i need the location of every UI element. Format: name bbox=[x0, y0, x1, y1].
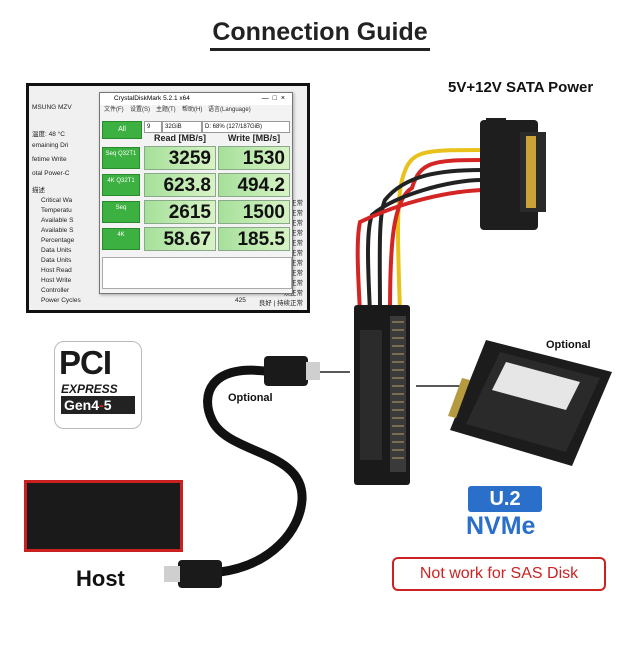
bg-text: Percentage bbox=[41, 237, 75, 244]
count-select[interactable]: 9 bbox=[144, 121, 162, 133]
nvme-label: NVMe bbox=[466, 512, 536, 540]
bg-text: 温度: 48 °C bbox=[32, 131, 65, 138]
menu-settings[interactable]: 设置(S) bbox=[130, 107, 150, 113]
host-port-photo-frame bbox=[24, 480, 183, 552]
write-header: Write [MB/s] bbox=[227, 133, 281, 143]
bg-text: 描述 bbox=[32, 187, 45, 194]
optional-ssd-label: Optional bbox=[546, 339, 591, 351]
bg-text: MSUNG MZV bbox=[32, 104, 72, 111]
bg-text: Data Units bbox=[41, 257, 72, 264]
pcie-gen-badge: Gen4-5 bbox=[61, 396, 135, 414]
bg-text: fetime Write bbox=[32, 156, 67, 163]
menu-language[interactable]: 语言(Language) bbox=[208, 107, 251, 113]
test-seq-button[interactable]: Seq bbox=[102, 201, 140, 223]
page-title: Connection Guide bbox=[0, 18, 640, 51]
menu-help[interactable]: 帮助(H) bbox=[182, 107, 203, 113]
window-title: CrystalDiskMark 5.2.1 x64 bbox=[114, 95, 190, 102]
host-label: Host bbox=[76, 566, 125, 591]
comment-box[interactable] bbox=[102, 257, 292, 289]
drive-select[interactable]: D: 68% (127/187GiB) bbox=[202, 121, 290, 133]
bg-status: 正常 bbox=[290, 210, 303, 217]
bg-text: Temperatu bbox=[41, 207, 72, 214]
test-4k-q32t1-button[interactable]: 4K Q32T1 bbox=[102, 174, 140, 196]
pcie-express-text: EXPRESS bbox=[61, 382, 118, 396]
sata-power-cable bbox=[355, 148, 484, 314]
bg-status: 续正常 bbox=[283, 250, 304, 257]
bg-text: Controller bbox=[41, 287, 70, 294]
bg-number: 425 bbox=[235, 297, 246, 304]
bg-text: Data Units bbox=[41, 247, 72, 254]
read-value: 3259 bbox=[144, 146, 216, 170]
bg-text: Available S bbox=[41, 217, 74, 224]
bg-text: Host Write bbox=[41, 277, 72, 284]
bg-text: Available S bbox=[41, 227, 74, 234]
bg-status: 正常 bbox=[290, 200, 303, 207]
bg-status: 续正常 bbox=[283, 230, 304, 237]
u2-badge: U.2 bbox=[468, 486, 542, 512]
bg-status: 良好 | 持续正常 bbox=[258, 300, 303, 307]
pcie-logo: PCI EXPRESS Gen4-5 bbox=[54, 341, 142, 429]
bg-status: 续正常 bbox=[283, 240, 304, 247]
bg-status: 续正常 bbox=[283, 280, 304, 287]
write-value: 494.2 bbox=[218, 173, 290, 197]
menu-bar: 文件(F) 设置(S) 主题(T) 帮助(H) 语言(Language) bbox=[100, 105, 292, 116]
sata-power-connector bbox=[480, 118, 546, 230]
test-4k-button[interactable]: 4K bbox=[102, 228, 140, 250]
bg-text: Host Read bbox=[41, 267, 72, 274]
bg-text: otal Power-C bbox=[32, 170, 70, 177]
size-select[interactable]: 32GiB bbox=[162, 121, 202, 133]
pcie-logo-text: PCI bbox=[59, 344, 112, 381]
gen-a: 4 bbox=[91, 397, 100, 413]
sas-warning: Not work for SAS Disk bbox=[392, 557, 606, 591]
read-value: 58.67 bbox=[144, 227, 216, 251]
read-value: 623.8 bbox=[144, 173, 216, 197]
optional-cable-label: Optional bbox=[228, 392, 273, 404]
write-value: 1500 bbox=[218, 200, 290, 224]
oculink-cable bbox=[164, 356, 320, 588]
menu-file[interactable]: 文件(F) bbox=[104, 107, 124, 113]
bg-text: Power Cycles bbox=[41, 297, 81, 304]
u2-ssd-drive bbox=[448, 340, 612, 466]
crystaldiskmark-window: CrystalDiskMark 5.2.1 x64 —□× 文件(F) 设置(S… bbox=[99, 92, 293, 294]
bg-status: 正常 bbox=[290, 220, 303, 227]
bg-status: 续正常 bbox=[283, 270, 304, 277]
all-button[interactable]: All bbox=[102, 121, 142, 139]
gen-sep: - bbox=[99, 397, 104, 413]
u2-adapter-board bbox=[354, 305, 410, 485]
sata-power-label: 5V+12V SATA Power bbox=[448, 79, 594, 96]
write-value: 1530 bbox=[218, 146, 290, 170]
read-value: 2615 bbox=[144, 200, 216, 224]
read-header: Read [MB/s] bbox=[153, 133, 206, 143]
benchmark-screenshot: MSUNG MZV 温度: 48 °C emaining Dri fetime … bbox=[26, 83, 310, 313]
bg-status: 续正常 bbox=[283, 260, 304, 267]
test-seq-q32t1-button[interactable]: Seq Q32T1 bbox=[102, 147, 140, 169]
bg-status: 续正常 bbox=[283, 290, 304, 297]
menu-theme[interactable]: 主题(T) bbox=[156, 107, 176, 113]
window-titlebar: CrystalDiskMark 5.2.1 x64 —□× bbox=[100, 93, 292, 105]
write-value: 185.5 bbox=[218, 227, 290, 251]
gen-b: 5 bbox=[103, 397, 112, 413]
gen-text: Gen bbox=[64, 397, 92, 413]
bg-text: emaining Dri bbox=[32, 142, 69, 149]
window-controls[interactable]: —□× bbox=[261, 95, 289, 102]
bg-text: Critical Wa bbox=[41, 197, 73, 204]
